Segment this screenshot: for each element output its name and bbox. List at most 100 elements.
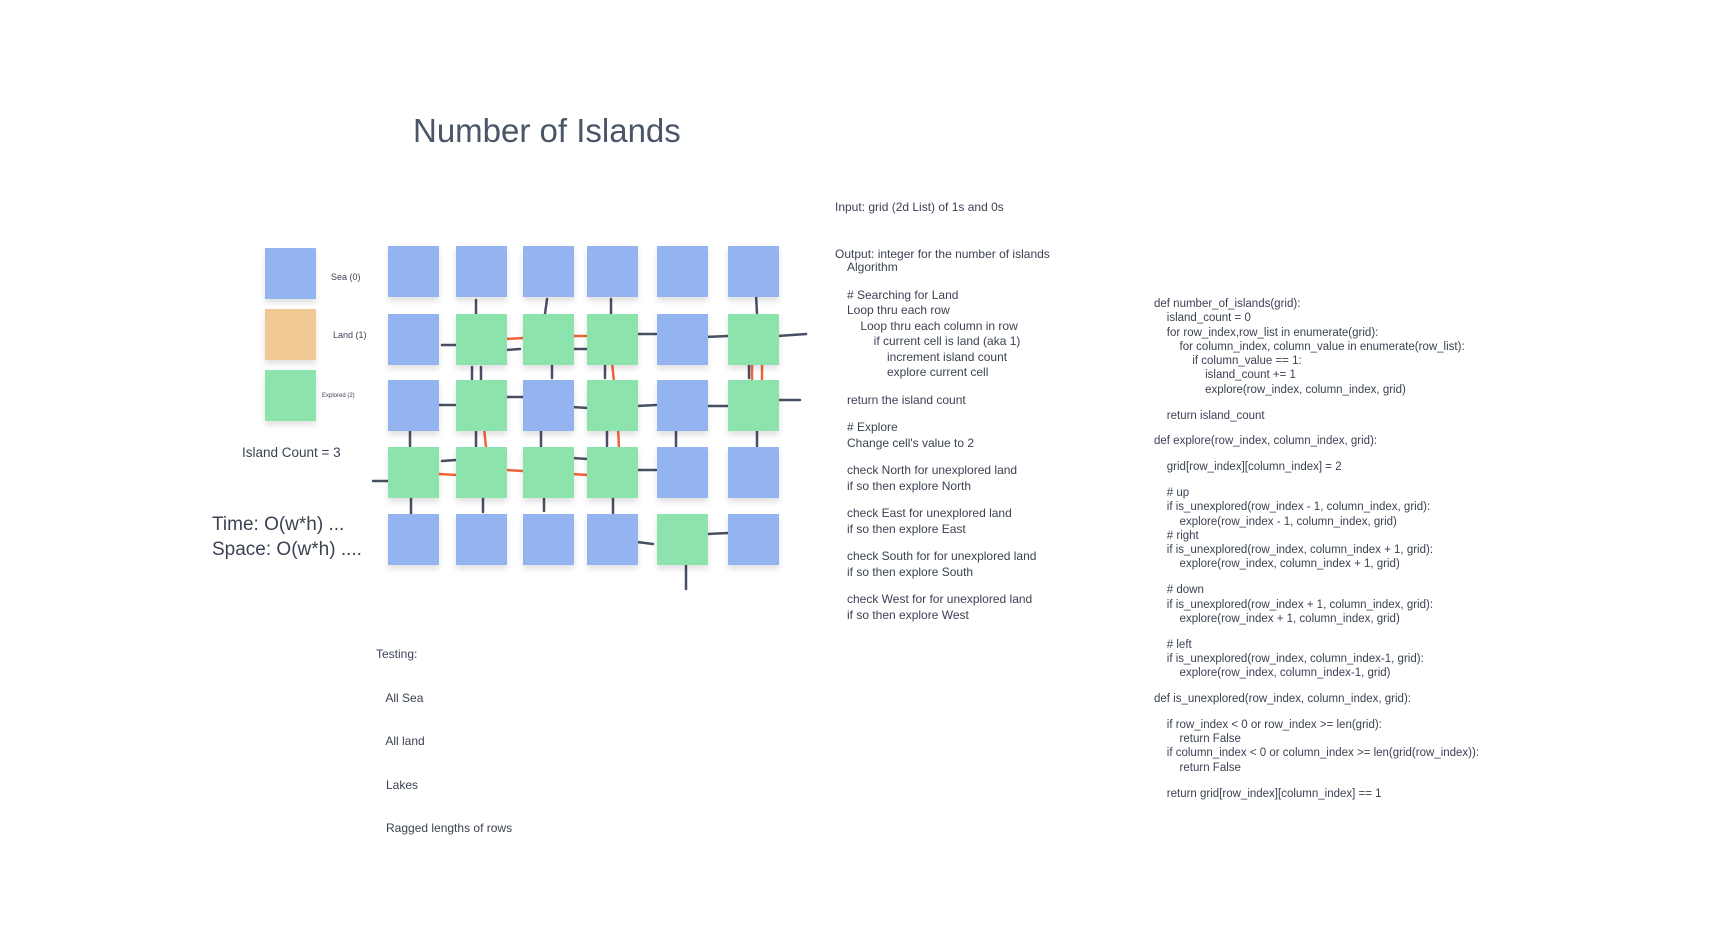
- time-complexity: Time: O(w*h) ...: [212, 514, 345, 535]
- output-description: Output: integer for the number of island…: [835, 246, 1050, 261]
- code-line: [1154, 449, 1479, 461]
- grid-cell-sea: [657, 246, 708, 297]
- code-line: return grid[row_index][column_index] == …: [1154, 787, 1382, 800]
- testing-line: Lakes: [376, 777, 419, 792]
- code-line: island_count += 1: [1154, 369, 1296, 382]
- algorithm-line: check East for unexplored land: [847, 506, 1012, 520]
- testing-line: All land: [376, 734, 425, 748]
- code-listing: def number_of_islands(grid): island_coun…: [1154, 297, 1479, 801]
- code-line: explore(row_index, column_index, grid): [1154, 383, 1406, 396]
- algorithm-line: # Searching for Land: [847, 287, 959, 302]
- code-line: if is_unexplored(row_index, column_index…: [1154, 544, 1434, 557]
- code-line: [1154, 474, 1479, 486]
- legend-label-sea: Sea (0): [331, 272, 361, 282]
- testing-list: Testing: All Sea All land Lakes Ragged l…: [376, 618, 512, 850]
- grid-cell-sea: [388, 246, 439, 297]
- algorithm-line: Algorithm: [847, 260, 898, 274]
- code-line: for column_index, column_value in enumer…: [1154, 340, 1465, 353]
- grid-cell-sea: [388, 314, 439, 365]
- grid-cell-explored: [587, 380, 638, 431]
- grid-cell-sea: [523, 514, 574, 565]
- grid-cell-sea: [657, 314, 708, 365]
- algorithm-line: return the island count: [847, 392, 966, 407]
- grid-cell-sea: [657, 447, 708, 498]
- grid-cell-sea: [388, 514, 439, 565]
- algorithm-line: [847, 580, 1036, 592]
- algorithm-line: increment island count: [847, 349, 1008, 364]
- algorithm-line: if current cell is land (aka 1): [847, 334, 1021, 348]
- code-line: [1154, 397, 1479, 409]
- grid-cell-sea: [728, 447, 779, 498]
- code-line: if is_unexplored(row_index, column_index…: [1154, 652, 1424, 665]
- code-line: [1154, 572, 1479, 584]
- algorithm-line: # Explore: [847, 420, 898, 434]
- algorithm-line: Change cell's value to 2: [847, 435, 975, 450]
- algorithm-line: if so then explore South: [847, 564, 974, 579]
- algorithm-line: [847, 276, 1036, 288]
- code-line: # up: [1154, 486, 1190, 499]
- code-line: def is_unexplored(row_index, column_inde…: [1154, 693, 1411, 706]
- code-line: [1154, 626, 1479, 638]
- code-line: explore(row_index, column_index + 1, gri…: [1154, 558, 1400, 571]
- input-description: Input: grid (2d List) of 1s and 0s: [835, 200, 1004, 214]
- algorithm-line: Loop thru each row: [847, 303, 950, 317]
- code-line: def explore(row_index, column_index, gri…: [1154, 435, 1378, 448]
- code-line: island_count = 0: [1154, 312, 1251, 325]
- algorithm-line: [847, 537, 1036, 549]
- code-line: explore(row_index + 1, column_index, gri…: [1154, 612, 1400, 625]
- code-line: if row_index < 0 or row_index >= len(gri…: [1154, 718, 1382, 731]
- grid-cell-explored: [657, 514, 708, 565]
- grid-cell-sea: [456, 246, 507, 297]
- testing-line: Ragged lengths of rows: [376, 821, 513, 835]
- legend-swatch-explored: [265, 370, 316, 421]
- grid-cell-explored: [388, 447, 439, 498]
- grid-cell-sea: [728, 514, 779, 565]
- grid-cell-explored: [456, 447, 507, 498]
- legend-swatch-sea: [265, 248, 316, 299]
- algorithm-line: [847, 494, 1036, 506]
- grid-cell-sea: [456, 514, 507, 565]
- algorithm-line: if so then explore West: [847, 607, 969, 622]
- grid-cell-explored: [523, 314, 574, 365]
- grid-cell-explored: [728, 380, 779, 431]
- code-line: return False: [1154, 761, 1241, 774]
- grid-cell-explored: [587, 447, 638, 498]
- code-line: return island_count: [1154, 409, 1265, 422]
- page-title: Number of Islands: [413, 112, 681, 149]
- code-line: for row_index,row_list in enumerate(grid…: [1154, 326, 1379, 339]
- code-line: [1154, 775, 1479, 787]
- grid-cell-sea: [523, 246, 574, 297]
- grid-cell-sea: [587, 246, 638, 297]
- code-line: [1154, 706, 1479, 718]
- algorithm-line: Loop thru each column in row: [847, 318, 1018, 333]
- code-line: [1154, 681, 1479, 693]
- algorithm-line: check South for for unexplored land: [847, 549, 1037, 563]
- grid-cell-sea: [587, 514, 638, 565]
- legend-label-explored: Explored (2): [322, 393, 355, 399]
- algorithm-line: explore current cell: [847, 365, 989, 379]
- island-count-label: Island Count = 3: [242, 445, 341, 460]
- code-line: # left: [1154, 638, 1192, 651]
- legend-label-land: Land (1): [333, 330, 367, 340]
- code-line: if column_index < 0 or column_index >= l…: [1154, 747, 1480, 760]
- code-line: # down: [1154, 584, 1204, 597]
- testing-line: All Sea: [376, 690, 424, 705]
- algorithm-line: if so then explore East: [847, 521, 966, 536]
- grid-cell-explored: [523, 447, 574, 498]
- grid-cell-explored: [456, 380, 507, 431]
- grid-cell-explored: [456, 314, 507, 365]
- code-line: if is_unexplored(row_index - 1, column_i…: [1154, 501, 1431, 514]
- grid-cell-sea: [388, 380, 439, 431]
- code-line: def number_of_islands(grid):: [1154, 298, 1301, 310]
- algorithm-line: [847, 381, 1036, 393]
- algorithm-line: [847, 408, 1036, 420]
- io-description: Input: grid (2d List) of 1s and 0s Outpu…: [835, 169, 1050, 278]
- code-line: if column_value == 1:: [1154, 355, 1302, 368]
- algorithm-line: [847, 451, 1036, 463]
- grid-cell-sea: [728, 246, 779, 297]
- space-complexity: Space: O(w*h) ....: [212, 539, 362, 560]
- grid-cell-sea: [523, 380, 574, 431]
- grid-cell-explored: [587, 314, 638, 365]
- code-line: grid[row_index][column_index] = 2: [1154, 461, 1342, 474]
